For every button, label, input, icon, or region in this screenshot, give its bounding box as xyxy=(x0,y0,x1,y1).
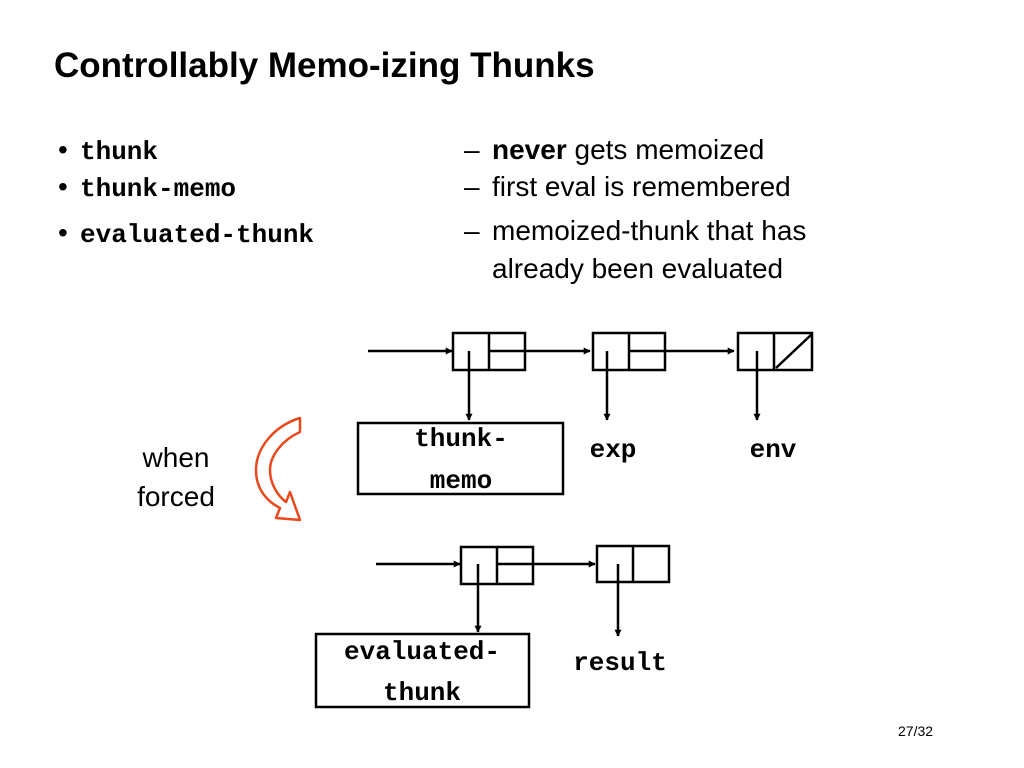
cons-cell-1 xyxy=(451,331,591,421)
when-label: when xyxy=(142,442,210,473)
desc-text: first eval is remembered xyxy=(492,171,791,202)
when-forced-label: when forced xyxy=(114,438,238,516)
evaluated-thunk-tag-box: evaluated- thunk xyxy=(314,632,531,709)
cons-cell-2 xyxy=(595,544,671,637)
bullet-symbol: • xyxy=(58,171,68,202)
evaluated-thunk-tag-line1: evaluated- xyxy=(344,637,500,667)
bullet-desc-thunk-memo: –first eval is remembered xyxy=(464,168,791,206)
cons-cell-2 xyxy=(591,331,735,421)
desc-text: memoized-thunk that has xyxy=(492,215,807,246)
bullet-item-evaluated-thunk: • evaluated-thunk xyxy=(58,214,314,254)
page-number: 27/32 xyxy=(898,723,934,739)
cons-cell-3-nil xyxy=(736,331,814,421)
desc-emphasis: never xyxy=(492,134,567,165)
desc-dash: – xyxy=(464,171,480,202)
thunk-memo-tag-line1: thunk- xyxy=(414,424,508,454)
cons-cell-1 xyxy=(459,545,596,633)
bullet-term: thunk-memo xyxy=(80,174,237,204)
forced-label: forced xyxy=(137,481,215,512)
thunk-memo-tag-line2: memo xyxy=(430,466,492,496)
bullet-desc-evaluated-thunk: –memoized-thunk that has already been ev… xyxy=(464,212,806,288)
top-cons-chain: thunk- memo exp env xyxy=(356,331,814,496)
evaluated-thunk-tag-line2: thunk xyxy=(383,678,461,708)
bottom-cons-chain: evaluated- thunk result xyxy=(314,544,671,709)
desc-dash: – xyxy=(464,134,480,165)
desc-text: gets memoized xyxy=(566,134,765,165)
exp-label: exp xyxy=(590,435,637,465)
bullet-term: evaluated-thunk xyxy=(80,220,315,250)
bullet-item-thunk-memo: • thunk-memo xyxy=(58,168,236,208)
bullet-desc-thunk: –never gets memoized xyxy=(464,131,764,169)
bullet-term: thunk xyxy=(80,137,159,167)
env-label: env xyxy=(750,435,797,465)
desc-dash: – xyxy=(464,215,480,246)
slide-title: Controllably Memo-izing Thunks xyxy=(54,46,595,85)
forced-transition-arrow xyxy=(254,416,302,522)
bullet-symbol: • xyxy=(58,217,68,248)
desc-text-continued: already been evaluated xyxy=(492,253,784,284)
bullet-item-thunk: • thunk xyxy=(58,131,158,171)
thunk-memo-tag-box: thunk- memo xyxy=(356,421,565,496)
result-label: result xyxy=(573,648,667,678)
bullet-symbol: • xyxy=(58,134,68,165)
